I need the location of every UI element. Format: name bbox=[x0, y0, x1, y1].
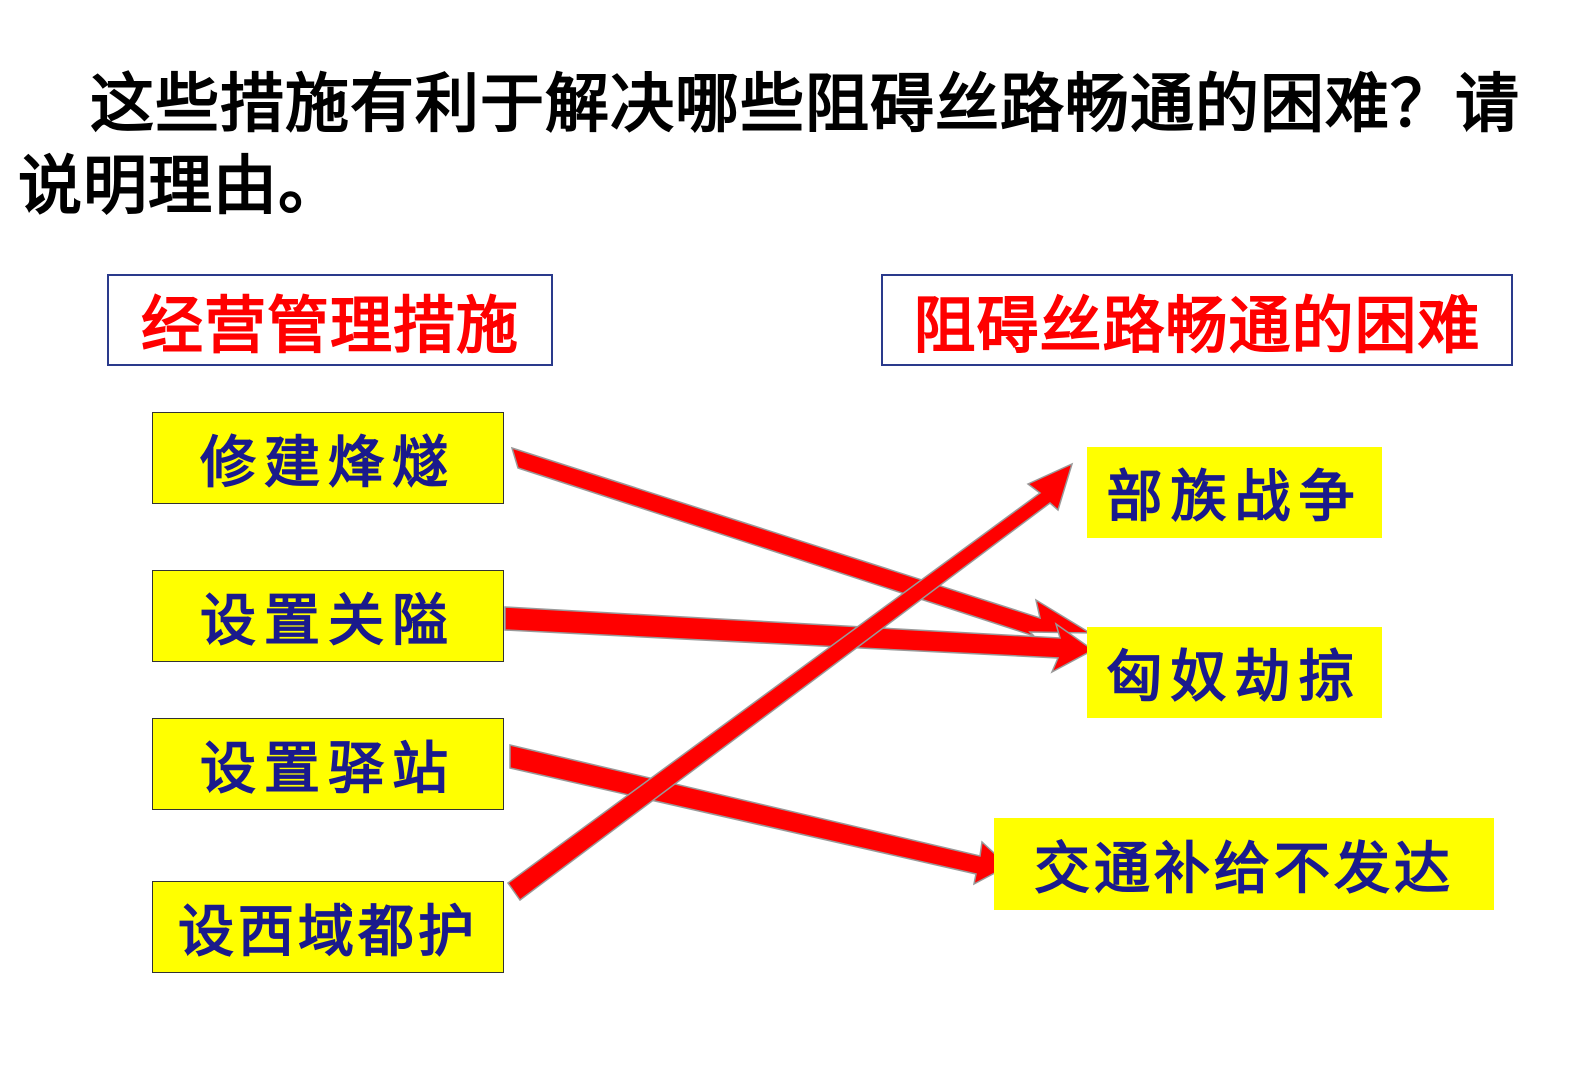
arrow-duhu-to-buzu bbox=[506, 462, 1074, 902]
difficulty-box-1: 部族战争 bbox=[1087, 447, 1382, 538]
question-line-2: 说明理由。 bbox=[18, 150, 343, 224]
difficulty-box-3: 交通补给不发达 bbox=[994, 818, 1494, 910]
measure-box-4: 设西域都护 bbox=[152, 881, 504, 973]
measure-box-3: 设置驿站 bbox=[152, 718, 504, 810]
measure-box-2: 设置关隘 bbox=[152, 570, 504, 662]
question-text: 这些措施有利于解决哪些阻碍丝路畅通的困难？请 说明理由。 bbox=[18, 64, 1558, 228]
question-line-1: 这些措施有利于解决哪些阻碍丝路畅通的困难？请 bbox=[90, 68, 1520, 142]
measures-header: 经营管理措施 bbox=[107, 274, 553, 366]
arrow-yizhan-to-jiaotong bbox=[509, 744, 1010, 886]
difficulty-box-2: 匈奴劫掠 bbox=[1087, 627, 1382, 718]
difficulties-header: 阻碍丝路畅通的困难 bbox=[881, 274, 1513, 366]
arrow-guanai-to-xiongnu bbox=[504, 606, 1095, 674]
arrow-fengsui-to-xiongnu bbox=[510, 446, 1093, 637]
measure-box-1: 修建烽燧 bbox=[152, 412, 504, 504]
